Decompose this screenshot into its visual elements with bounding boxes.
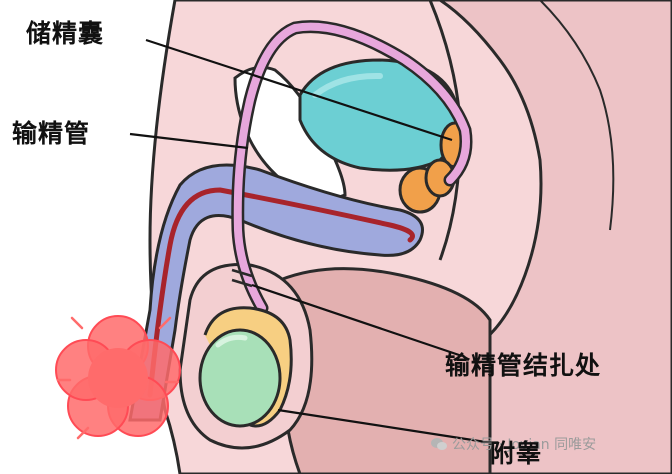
urethra: [128, 163, 424, 422]
label-vas-deferens: 输精管: [12, 119, 91, 148]
leader-ligation-site: [251, 283, 463, 358]
pain-highlight: [55, 315, 181, 437]
pubic-bone: [233, 65, 347, 201]
label-ligation-site: 输精管结扎处: [445, 351, 602, 380]
leader-seminal-vesicle: [145, 38, 453, 142]
highlight-sparkles: [56, 316, 180, 440]
testis: [198, 328, 282, 428]
leader-lines: [129, 38, 493, 445]
leader-vas-deferens: [129, 132, 249, 150]
ligation-mark: [231, 268, 253, 288]
label-epididymis: 附睾: [490, 439, 543, 468]
testis-group: [198, 306, 293, 428]
leader-epididymis: [277, 408, 493, 445]
wechat-icon: [431, 438, 447, 450]
watermark-text: 公众号 · Jovian 同唯安: [452, 437, 597, 453]
watermark: 公众号 · Jovian 同唯安: [430, 434, 596, 454]
label-seminal-vesicle: 储精囊: [26, 19, 105, 48]
